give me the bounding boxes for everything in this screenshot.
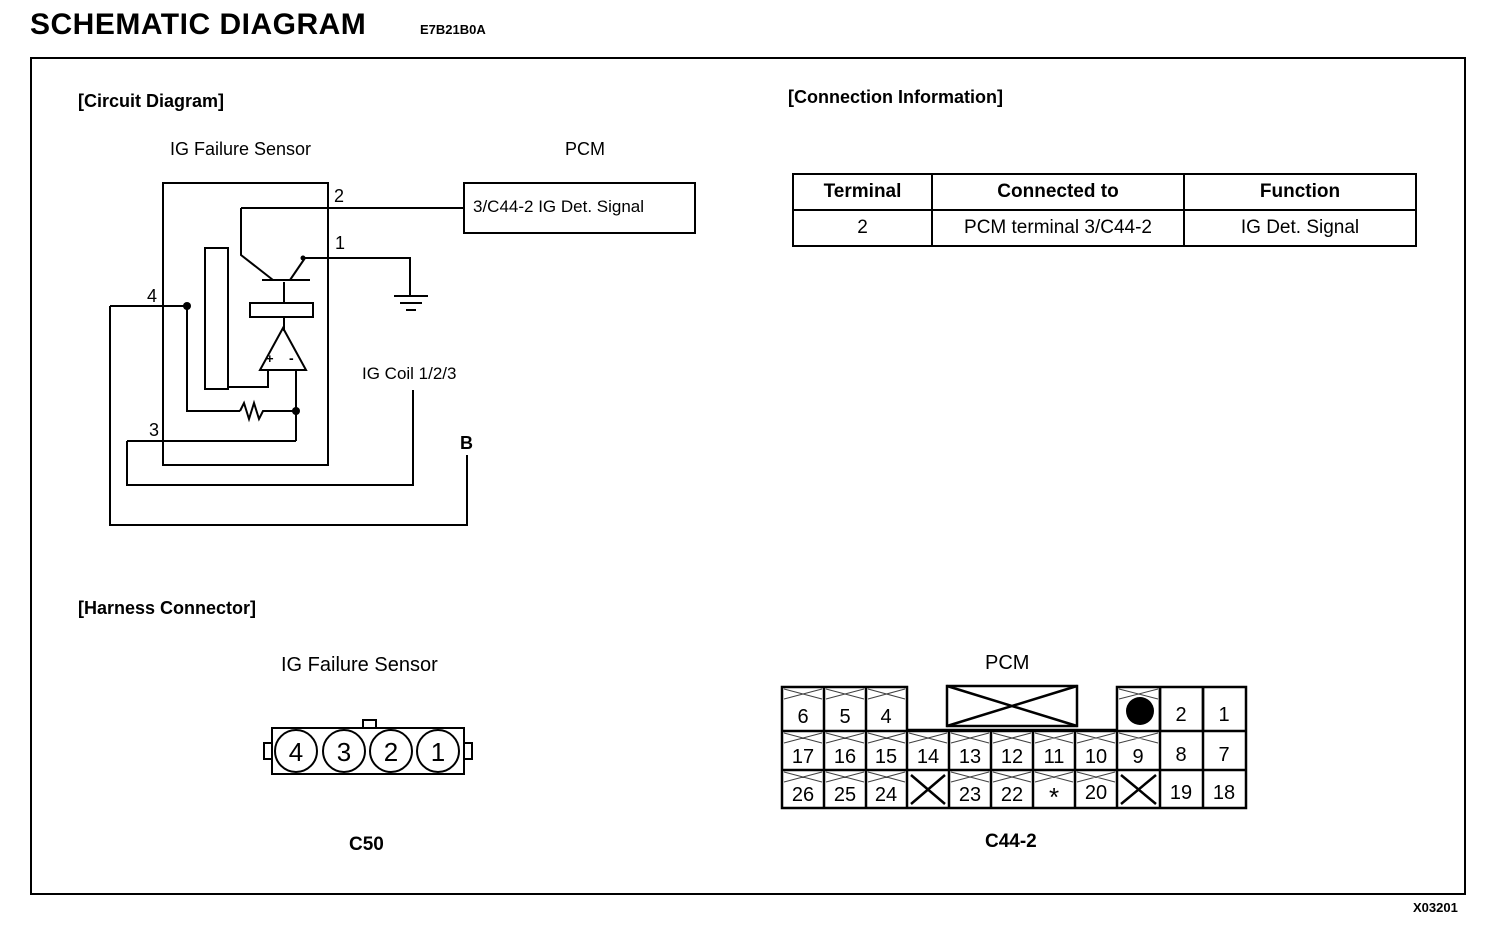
c44-2-pin-label: 19 — [1170, 782, 1192, 804]
cell-terminal: 2 — [792, 209, 933, 247]
c44-2-pin-label: 26 — [792, 784, 814, 806]
c50-connector-name: C50 — [349, 834, 384, 855]
c44-2-column-dividers — [822, 687, 1205, 808]
c44-2-pin-label: 25 — [834, 784, 856, 806]
diagram-frame — [30, 57, 1466, 895]
col-terminal: Terminal — [792, 173, 933, 211]
c44-2-pin-label: 18 — [1213, 782, 1235, 804]
c44-2-lock-hatch — [783, 732, 1159, 744]
opamp-plus-label: + — [266, 351, 274, 366]
pin-label-4: 4 — [147, 286, 158, 306]
harness-sensor-label: IG Failure Sensor — [281, 654, 438, 676]
connection-section-title: [Connection Information] — [788, 87, 1003, 107]
c44-2-pin-label: 9 — [1132, 746, 1143, 768]
circuit-sensor-label: IG Failure Sensor — [170, 139, 312, 159]
c50-pin-label: 4 — [289, 737, 303, 767]
ig-coil-label: IG Coil 1/2/3 — [362, 364, 457, 383]
c44-2-key-block — [945, 684, 1079, 728]
pcm-box-text: 3/C44-2 IG Det. Signal — [473, 197, 645, 216]
c50-left-tab — [263, 742, 273, 760]
c50-pin-label: 1 — [431, 737, 445, 767]
transistor-emitter — [289, 257, 306, 281]
figure-code: X03201 — [1413, 900, 1458, 915]
cell-function: IG Det. Signal — [1183, 209, 1417, 247]
wire-element-amp — [228, 370, 269, 388]
c44-2-row-lines — [782, 729, 1246, 772]
c44-2-empty-cell-cross — [1120, 774, 1157, 805]
col-function: Function — [1183, 173, 1417, 211]
c44-2-pin-label: 20 — [1085, 782, 1107, 804]
c44-2-pin-label: 22 — [1001, 784, 1023, 806]
c44-2-pin-label: 8 — [1175, 744, 1186, 766]
c50-right-tab — [463, 742, 473, 760]
battery-b-label: B — [460, 433, 473, 453]
c44-2-lock-hatch — [783, 688, 1159, 700]
c44-2-pin-label: 7 — [1218, 744, 1229, 766]
pin-label-3: 3 — [149, 420, 160, 440]
c44-2-key-cross — [946, 684, 1078, 728]
wire-pin-4 — [110, 305, 240, 412]
c44-2-pin-label: 13 — [959, 746, 981, 768]
c44-2-pin-label: 23 — [959, 784, 981, 806]
c44-2-connector-name: C44-2 — [985, 831, 1037, 852]
c44-2-pin-label: 5 — [839, 706, 850, 728]
c44-2-lock-hatch — [783, 771, 1116, 783]
junction-dot-emitter — [300, 255, 306, 261]
c44-2-pin-label: 11 — [1044, 746, 1065, 768]
connection-table-header: Terminal Connected to Function — [792, 173, 1417, 211]
c50-pin-1 — [416, 729, 460, 773]
c50-pin-label: 2 — [384, 737, 398, 767]
circuit-pcm-label: PCM — [565, 139, 605, 159]
c44-2-pin-label: 16 — [834, 746, 856, 768]
c44-2-outline — [780, 685, 1248, 810]
c44-2-pin-label: * — [1049, 782, 1059, 812]
harness-pcm-label: PCM — [985, 652, 1030, 674]
sensor-housing — [162, 182, 329, 466]
col-connected-to: Connected to — [931, 173, 1185, 211]
wire-battery — [109, 306, 468, 526]
opamp-symbol — [258, 325, 308, 371]
page-title: SCHEMATIC DIAGRAM — [30, 8, 367, 41]
opamp-minus-label: - — [289, 350, 294, 366]
wire-collector — [240, 208, 274, 281]
c44-2-pin-label: 24 — [875, 784, 897, 806]
junction-dot-resistor — [292, 407, 300, 415]
document-code: E7B21B0A — [420, 22, 486, 37]
c50-pin-label: 3 — [337, 737, 351, 767]
c50-pin-3 — [322, 729, 366, 773]
c50-latch — [362, 719, 377, 729]
sensing-element — [204, 247, 229, 390]
c44-2-pin-label: 10 — [1085, 746, 1107, 768]
pin-label-2: 2 — [334, 186, 345, 206]
c44-2-pin-3-marker — [1126, 697, 1154, 725]
connection-table: Terminal Connected to Function 2 PCM ter… — [792, 173, 1417, 247]
c44-2-pin-label: 17 — [792, 746, 814, 768]
c44-2-pin-label: 4 — [880, 706, 891, 728]
wire-pin-1 — [303, 257, 411, 296]
table-row: 2 PCM terminal 3/C44-2 IG Det. Signal — [792, 209, 1417, 247]
c44-2-pin-label: 6 — [797, 706, 808, 728]
driver-block — [249, 302, 314, 318]
c44-2-pin-label: 1 — [1218, 704, 1229, 726]
harness-section-title: [Harness Connector] — [78, 598, 257, 618]
cell-connected-to: PCM terminal 3/C44-2 — [931, 209, 1185, 247]
resistor-symbol — [239, 399, 296, 423]
c44-2-pin-label: 15 — [875, 746, 897, 768]
c44-2-r1-left-dividers — [822, 687, 868, 731]
c44-2-pin-label: 12 — [1001, 746, 1023, 768]
circuit-section-title: [Circuit Diagram] — [78, 91, 225, 111]
c50-pin-2 — [369, 729, 413, 773]
c50-pin-4 — [274, 729, 318, 773]
junction-dot-pin-4 — [183, 302, 191, 310]
c44-2-empty-cell-cross — [910, 774, 946, 805]
c44-2-pin-label: 14 — [917, 746, 939, 768]
c44-2-pin-label: 2 — [1175, 704, 1186, 726]
pin-label-1: 1 — [335, 233, 346, 253]
wire-ig-coil — [126, 390, 414, 486]
ground-symbol — [394, 295, 428, 311]
